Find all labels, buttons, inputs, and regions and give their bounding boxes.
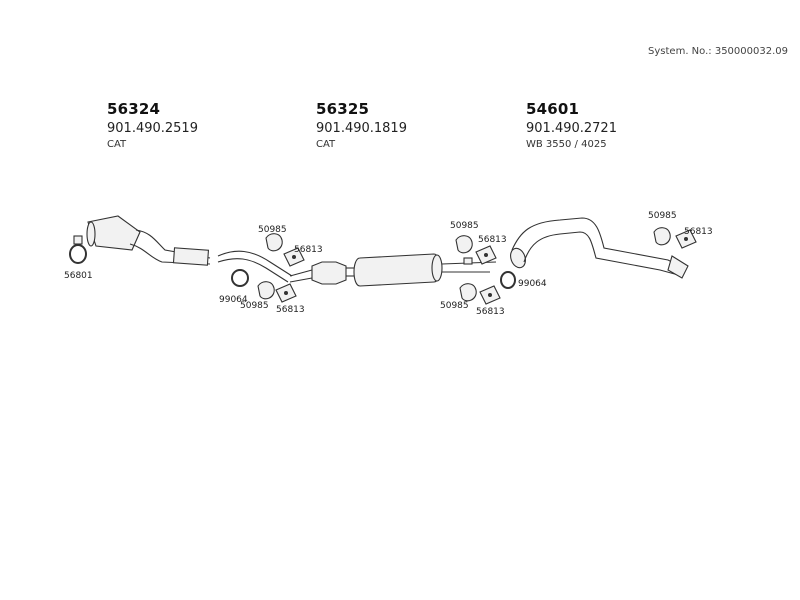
mount-rubber-icon [265,233,283,252]
part-number: 56324 [107,100,161,118]
rear-pipe [510,217,689,279]
part-label: 50985 [258,225,287,235]
part-label: 50985 [240,301,269,311]
front-catalytic-converter [86,215,211,266]
middle-catalytic-converter [311,261,358,285]
section-note: WB 3550 / 4025 [526,139,607,150]
reference-number: 901.490.2721 [526,121,617,136]
part-label: 50985 [440,301,469,311]
reference-number: 901.490.2519 [107,121,198,136]
front-pipe [217,250,313,283]
clamp-icon [231,269,249,287]
mount-bracket-icon [475,245,497,265]
mount-bracket-icon [675,229,697,249]
part-number: 54601 [526,100,580,118]
section-rear-silencer: 54601 901.490.2721 WB 3550 / 4025 [526,100,617,150]
section-middle-cat: 56325 901.490.1819 CAT [316,100,407,150]
reference-number: 901.490.1819 [316,121,407,136]
mount-rubber-icon [257,281,275,300]
part-label: 56813 [478,235,507,245]
section-note: CAT [316,139,336,150]
mount-bracket-icon [479,285,501,305]
part-label: 99064 [518,279,547,289]
part-label: 50985 [648,211,677,221]
part-label: 56813 [276,305,305,315]
mount-bracket-icon [275,283,297,303]
part-label: 56813 [684,227,713,237]
clamp-icon [69,235,87,264]
system-number: System. No.: 350000032.09 [648,46,788,57]
part-label: 56813 [294,245,323,255]
part-number: 56325 [316,100,370,118]
part-label: 56801 [64,271,93,281]
part-label: 50985 [450,221,479,231]
mount-rubber-icon [653,227,671,246]
section-front-cat: 56324 901.490.2519 CAT [107,100,198,150]
section-note: CAT [107,139,127,150]
mount-rubber-icon [459,283,477,302]
mount-bracket-icon [283,247,305,267]
centre-silencer [353,253,497,287]
part-label: 56813 [476,307,505,317]
part-label: 99064 [219,295,248,305]
mount-rubber-icon [455,235,473,254]
clamp-icon [500,271,516,289]
